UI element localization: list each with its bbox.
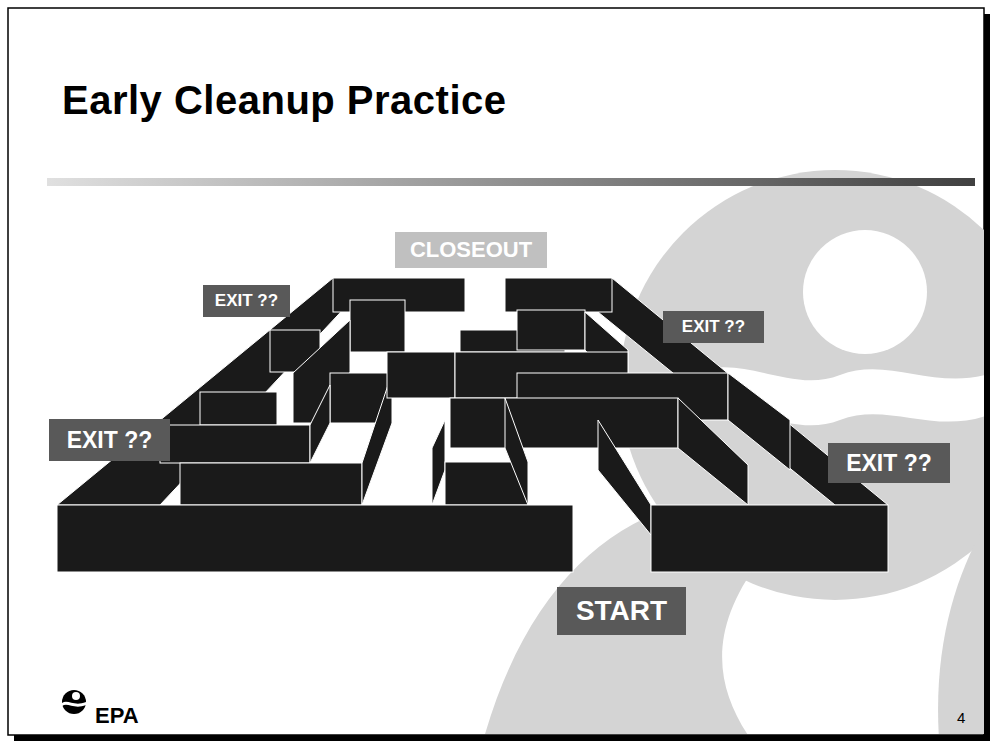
box-text: START <box>576 595 667 627</box>
label-box: CLOSEOUT <box>395 232 547 268</box>
label-box: EXIT ?? <box>203 285 290 317</box>
maze-walls <box>57 278 888 572</box>
logo-text: EPA <box>95 703 139 729</box>
label-box: EXIT ?? <box>663 311 764 343</box>
label-box: EXIT ?? <box>828 443 950 483</box>
title-rule <box>47 178 975 186</box>
page-number: 4 <box>957 709 965 726</box>
box-text: CLOSEOUT <box>410 237 532 263</box>
box-text: EXIT ?? <box>682 317 745 337</box>
slide-title: Early Cleanup Practice <box>62 78 507 123</box>
box-text: EXIT ?? <box>215 291 278 311</box>
label-box: START <box>557 587 686 635</box>
label-box: EXIT ?? <box>49 419 170 461</box>
box-text: EXIT ?? <box>846 450 932 477</box>
logo-watermark <box>480 170 984 734</box>
epa-logo-icon <box>62 690 86 714</box>
box-text: EXIT ?? <box>67 427 153 454</box>
